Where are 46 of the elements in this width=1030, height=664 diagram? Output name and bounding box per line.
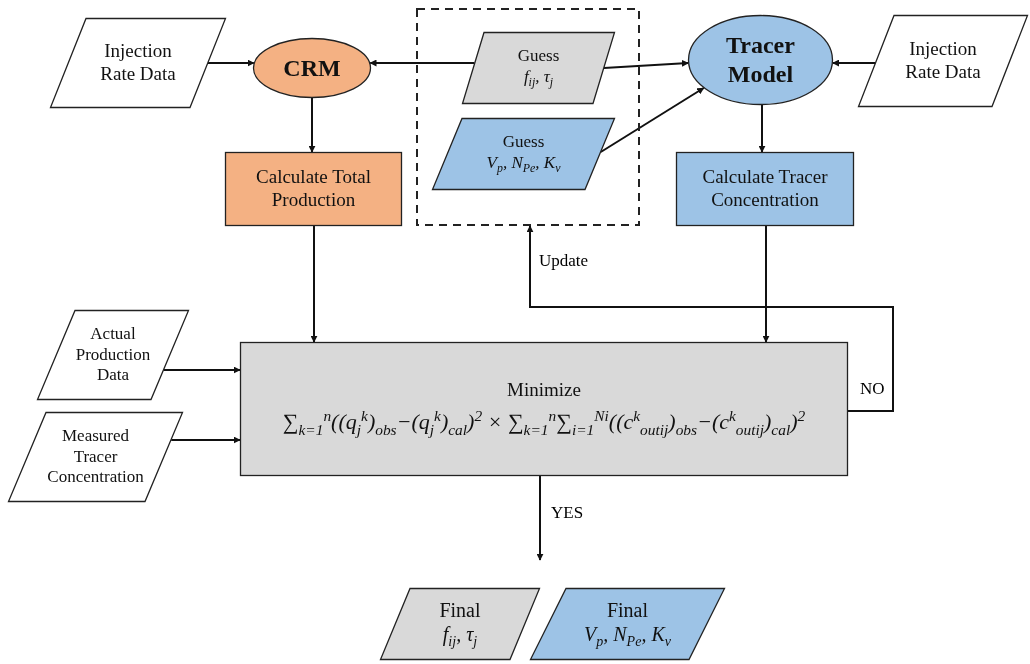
heading: Minimize	[507, 378, 581, 402]
parameter-list: V$_{p}$, N$_{Pe}$, K$_{v}$	[486, 152, 561, 176]
objective-function-box	[240, 342, 848, 476]
input-data-parallelogram	[37, 310, 189, 400]
process-box	[676, 152, 854, 226]
node-label: Tracer Model	[725, 31, 796, 89]
node-label: Actual Production Data	[74, 324, 152, 386]
model-ellipse	[253, 38, 371, 98]
parameter-list: V$_{p}$, N$_{Pe}$, K$_{v}$	[584, 621, 671, 651]
node-label: Guess	[502, 132, 545, 153]
arrow	[758, 104, 766, 153]
process-box	[225, 152, 402, 226]
node-label: Final	[606, 597, 649, 622]
arrow	[207, 59, 255, 67]
arrow	[526, 225, 894, 412]
arrow	[369, 59, 476, 67]
node-label: Calculate Tracer Concentration	[701, 166, 829, 212]
arrow	[762, 225, 770, 343]
output-parallelogram	[530, 588, 725, 660]
dashed-group-frame	[416, 8, 640, 226]
arrow	[603, 59, 690, 69]
formula: ∑$_{k=1}$$^{n}$((q$_{j}$$^{k}$)$_{obs}$−(q$_{j}$$^{k}$)$_{cal}$)$^{2}$ × ∑$_{k=1}$$^{n}$∑$_{i=1}$$^{Ni}$((c$^{k}$$_{outij}$)$_{obs}$−(c$^{k}$$_{outij}$)$_{cal}$)$^{2}$	[282, 407, 806, 440]
arrow	[536, 475, 544, 561]
node-label: Injection Rate Data	[904, 38, 982, 84]
node-label: Final	[439, 597, 481, 622]
input-data-parallelogram	[8, 412, 183, 502]
guess-parallelogram	[432, 118, 615, 190]
model-ellipse	[688, 15, 833, 105]
guess-parallelogram	[462, 32, 615, 104]
arrow	[308, 97, 316, 153]
parameter-list: f$_{ij}$, τ$_{j}$	[442, 621, 478, 651]
arrow	[170, 436, 241, 444]
arrow	[162, 366, 241, 374]
parameter-list: f$_{ij}$, τ$_{j}$	[523, 66, 554, 90]
node-label: Calculate Total Production	[255, 166, 372, 212]
input-data-parallelogram	[858, 15, 1028, 107]
node-label: Measured Tracer Concentration	[46, 426, 145, 488]
arrow	[310, 225, 318, 343]
node-label: Guess	[517, 46, 560, 67]
output-parallelogram	[380, 588, 540, 660]
note-label: Update	[537, 252, 591, 271]
arrow	[831, 59, 877, 67]
node-label: Injection Rate Data	[99, 40, 177, 86]
input-data-parallelogram	[50, 18, 226, 108]
arrow	[599, 87, 705, 153]
node-label: CRM	[283, 53, 341, 83]
